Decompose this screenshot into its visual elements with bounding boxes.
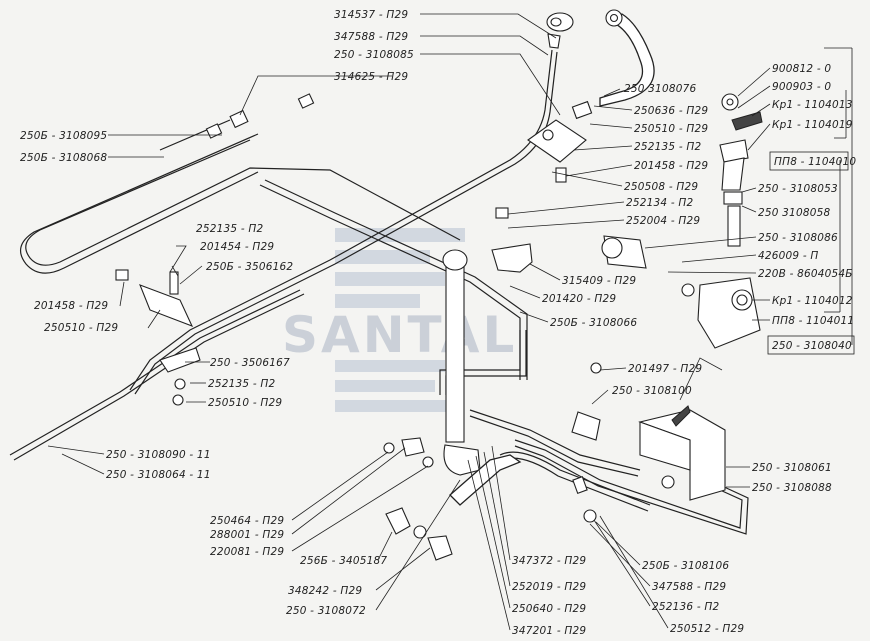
label-900812: 900812 - 0 xyxy=(772,63,831,75)
lower-hose xyxy=(449,454,522,506)
label-250-3108085: 250 - 3108085 xyxy=(334,49,414,61)
upper-fittings xyxy=(205,93,315,139)
label-250b-3108106: 250Б - 3108106 xyxy=(642,560,729,572)
label-250-3108086: 250 - 3108086 xyxy=(758,232,838,244)
label-250508: 250508 - П29 xyxy=(624,181,698,193)
label-kr1-1104013: Кр1 - 1104013 xyxy=(772,99,853,111)
label-900903: 900903 - 0 xyxy=(772,81,831,93)
label-347588-bottom: 347588 - П29 xyxy=(652,581,726,593)
part-labels: 314537 - П29 347588 - П29 250 - 3108085 … xyxy=(20,9,856,637)
label-250-3108061: 250 - 3108061 xyxy=(752,462,832,474)
label-250510-right: 250510 - П29 xyxy=(634,123,708,135)
label-250636: 250636 - П29 xyxy=(634,105,708,117)
label-250510-left: 250510 - П29 xyxy=(44,322,118,334)
label-220081: 220081 - П29 xyxy=(210,546,284,558)
label-250-3108053: 250 - 3108053 xyxy=(758,183,838,195)
label-201454: 201454 - П29 xyxy=(200,241,274,253)
top-banjo-fitting xyxy=(546,12,574,49)
label-pp8-1104010: ПП8 - 1104010 xyxy=(774,156,856,168)
label-250b-3108068: 250Б - 3108068 xyxy=(20,152,107,164)
label-252019: 252019 - П29 xyxy=(512,581,586,593)
label-250-3108100: 250 - 3108100 xyxy=(612,385,692,397)
label-347588-top: 347588 - П29 xyxy=(334,31,408,43)
lower-fittings xyxy=(383,362,602,561)
label-kr1-1104019: Кр1 - 1104019 xyxy=(772,119,853,131)
label-250b-3108095: 250Б - 3108095 xyxy=(20,130,107,142)
label-426009: 426009 - П xyxy=(758,250,818,262)
label-256b-3405187: 256Б - 3405187 xyxy=(300,555,387,567)
label-252136: 252136 - П2 xyxy=(652,601,719,613)
label-250-3506167: 250 - 3506167 xyxy=(210,357,290,369)
label-252004: 252004 - П29 xyxy=(626,215,700,227)
tee-bracket xyxy=(527,100,593,183)
label-250640: 250640 - П29 xyxy=(512,603,586,615)
label-252135-right: 252135 - П2 xyxy=(634,141,701,153)
bracket-3108061 xyxy=(638,405,726,501)
leader-lines xyxy=(47,13,853,631)
label-288001: 288001 - П29 xyxy=(210,529,284,541)
label-250-3108058: 250 3108058 xyxy=(758,207,830,219)
label-250b-3108066: 250Б - 3108066 xyxy=(550,317,637,329)
label-348242: 348242 - П29 xyxy=(288,585,362,597)
label-250-3108090-11: 250 - 3108090 - 11 xyxy=(106,449,211,461)
label-201458-left: 201458 - П29 xyxy=(34,300,108,312)
label-250-3108076: 250 3108076 xyxy=(624,83,696,95)
label-314625: 314625 - П29 xyxy=(334,71,408,83)
top-flex-hose xyxy=(599,9,655,107)
valve-assembly xyxy=(601,93,763,349)
label-201497: 201497 - П29 xyxy=(628,363,702,375)
label-250-3108072: 250 - 3108072 xyxy=(286,605,366,617)
label-250464: 250464 - П29 xyxy=(210,515,284,527)
clamp-315409 xyxy=(491,207,533,273)
watermark: SANTAL xyxy=(282,228,517,412)
label-250b-3506162: 250Б - 3506162 xyxy=(206,261,293,273)
label-kr1-1104012: Кр1 - 1104012 xyxy=(772,295,853,307)
left-clamps xyxy=(115,269,201,406)
group-brackets xyxy=(767,151,855,355)
watermark-text: SANTAL xyxy=(282,306,517,364)
label-250-3108040: 250 - 3108040 xyxy=(772,340,852,352)
label-201458-right: 201458 - П29 xyxy=(634,160,708,172)
label-347201: 347201 - П29 xyxy=(512,625,586,637)
label-250512: 250512 - П29 xyxy=(670,623,744,635)
label-250-3108064-11: 250 - 3108064 - 11 xyxy=(106,469,211,481)
label-220v-8604054b: 220В - 8604054Б xyxy=(758,268,853,280)
label-314537: 314537 - П29 xyxy=(334,9,408,21)
label-347372: 347372 - П29 xyxy=(512,555,586,567)
label-250510-mid: 250510 - П29 xyxy=(208,397,282,409)
label-252134: 252134 - П2 xyxy=(626,197,693,209)
label-252135-left: 252135 - П2 xyxy=(196,223,263,235)
label-315409: 315409 - П29 xyxy=(562,275,636,287)
label-250-3108088: 250 - 3108088 xyxy=(752,482,832,494)
label-pp8-1104011: ПП8 - 1104011 xyxy=(772,315,854,327)
label-252135-mid: 252135 - П2 xyxy=(208,378,275,390)
label-201420: 201420 - П29 xyxy=(542,293,616,305)
vertical-cylinder xyxy=(442,249,481,476)
